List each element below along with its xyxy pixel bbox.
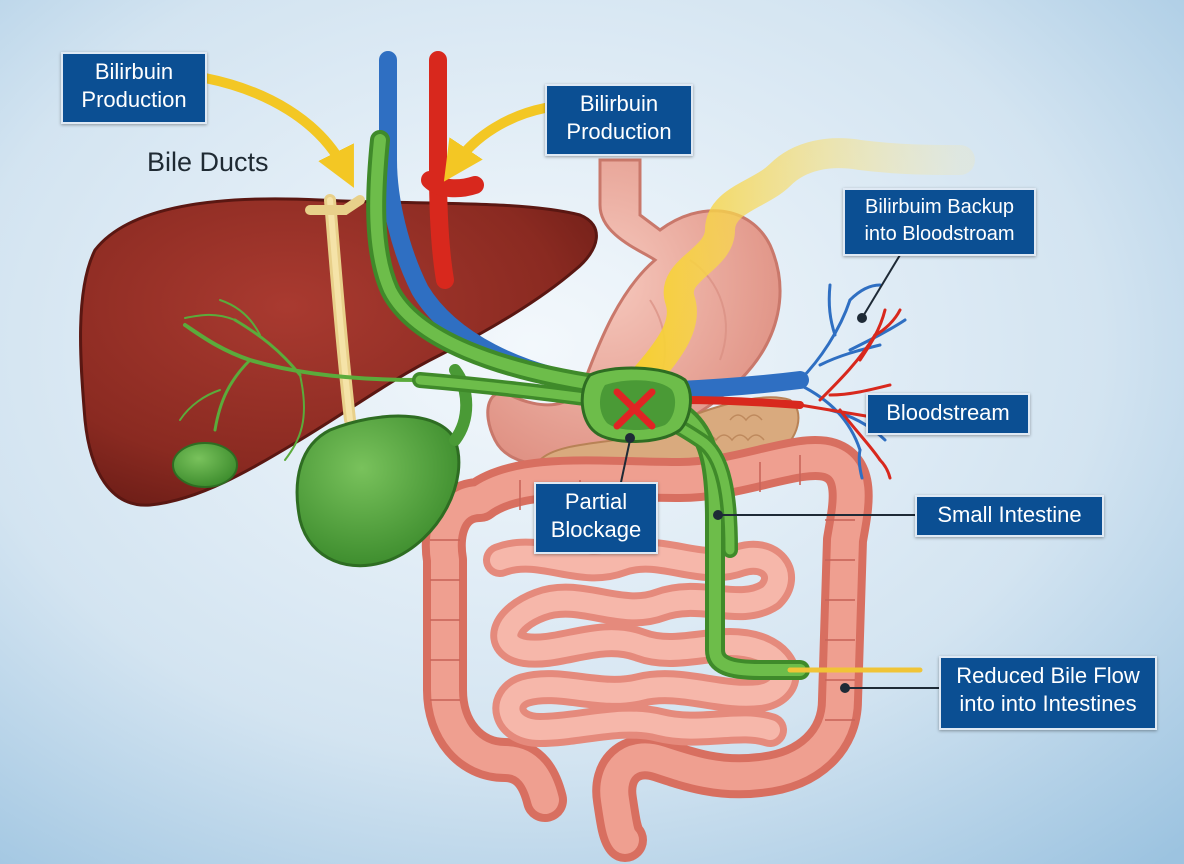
bilirubin-production-left-line1: Bilirbuin xyxy=(94,59,174,84)
leader-lines xyxy=(619,254,940,693)
reduced-bile-flow-line2: into into Intestines xyxy=(959,691,1137,716)
small-intestine-text: Small Intestine xyxy=(937,502,1082,527)
bilirubin-production-label-center: Bilirbuin Production xyxy=(545,84,693,156)
gallbladder xyxy=(172,364,473,568)
capillary-branches xyxy=(798,283,907,480)
partial-blockage-line1: Partial xyxy=(564,489,628,514)
bilirubin-production-center-line2: Production xyxy=(566,119,672,144)
intrahepatic-bile-ducts xyxy=(179,299,422,461)
bilirubin-production-left-line2: Production xyxy=(81,87,187,112)
reduced-bile-flow-label: Reduced Bile Flow into into Intestines xyxy=(939,656,1157,730)
reduced-bile-flow-line1: Reduced Bile Flow xyxy=(956,663,1140,688)
curved-arrow-icon xyxy=(200,73,550,188)
hepatic-junction xyxy=(305,195,365,215)
x-mark-icon xyxy=(613,388,656,430)
bile-ducts-label: Bile Ducts xyxy=(147,147,269,177)
bilirubin-backup-line2: into Bloodstroam xyxy=(864,223,1015,245)
bilirubin-production-label-left: Bilirbuin Production xyxy=(61,52,207,124)
bilirubin-production-center-line1: Bilirbuin xyxy=(579,91,659,116)
bilirubin-backup-label: Bilirbuim Backup into Bloodstroam xyxy=(843,188,1036,256)
large-intestine xyxy=(421,435,873,862)
partial-blockage-line2: Blockage xyxy=(550,517,642,542)
bilirubin-backup-trail xyxy=(615,138,975,410)
bilirubin-backup-line1: Bilirbuim Backup xyxy=(865,196,1014,218)
small-intestine-label: Small Intestine xyxy=(915,495,1104,537)
partial-blockage-label: Partial Blockage xyxy=(534,482,658,554)
bloodstream-label: Bloodstream xyxy=(866,393,1030,435)
bloodstream-text: Bloodstream xyxy=(886,400,1010,425)
small-intestine-loops xyxy=(483,538,800,747)
